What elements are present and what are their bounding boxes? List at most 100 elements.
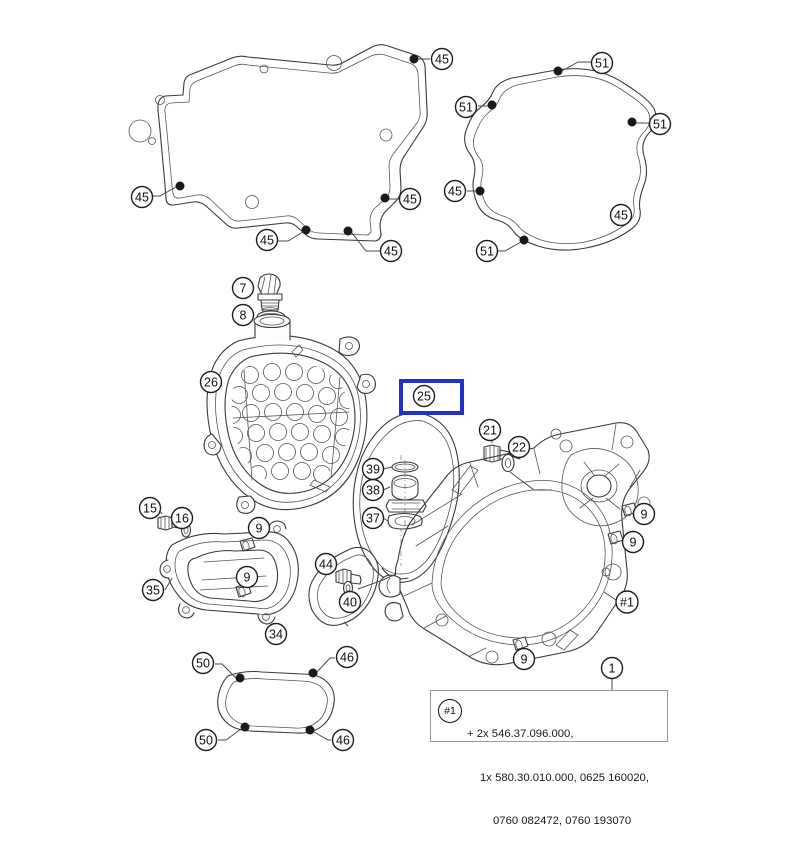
callout-38-sight-glass[interactable]: 38 [361,478,385,502]
selection-highlight-box[interactable] [399,379,464,415]
callout-circle [314,552,338,576]
callout-label: 9 [641,508,648,522]
callout-51-gasket-bolt-marker[interactable]: 51 [590,51,614,75]
water-pump-cover-part [159,520,299,625]
engine-case-part [378,422,651,700]
callout-label: 9 [630,536,637,550]
callout-50-gasket-bolt-marker[interactable]: 50 [194,728,218,752]
callout-circle [430,47,454,71]
callout-circle [191,651,215,675]
callout-circle [443,179,467,203]
callout-circle [361,506,385,530]
callout-label: 35 [146,584,160,598]
callout-label: 25 [417,390,431,404]
callout-45-gasket-bolt-marker[interactable]: 45 [430,47,454,71]
callout-35-water-pump-cover[interactable]: 35 [141,578,165,602]
callout-25-clutch-cover-inner[interactable]: 25 [412,384,436,408]
callout-16-washer[interactable]: 16 [170,506,194,530]
callout-circle [412,384,436,408]
callout-label: 39 [366,463,380,477]
callout-44-bolt[interactable]: 44 [314,552,338,576]
callout-label: 51 [459,101,473,115]
callout-label: 51 [653,118,667,132]
callout-circle [194,728,218,752]
callout-39-o-ring[interactable]: 39 [361,457,385,481]
callout-26-clutch-cover-outer[interactable]: 26 [199,370,223,394]
callout-51-gasket-bolt-marker[interactable]: 51 [648,112,672,136]
callout-label: 50 [199,734,213,748]
callout-label: 45 [614,209,628,223]
callout-45-gasket-bolt-marker[interactable]: 45 [609,203,633,227]
callout-46-gasket-bolt-marker[interactable]: 46 [335,645,359,669]
callout-circle [478,418,502,442]
callout-label: 44 [319,558,333,572]
footnote-line-1: + 2x 546.37.096.000, [467,728,574,740]
callout-circle [379,239,403,263]
callout-46-gasket-bolt-marker[interactable]: 46 [331,728,355,752]
footnote-line-2: 1x 580.30.010.000, 0625 160020, [480,771,649,784]
callout-label: 9 [244,571,251,585]
callout-51-gasket-bolt-marker[interactable]: 51 [475,239,499,263]
callout-37-gasket-plate[interactable]: 37 [361,506,385,530]
callout-label: 46 [340,651,354,665]
callout-label: 8 [240,309,247,323]
bottom-cover-gasket [215,657,335,741]
callout-9-bushing[interactable]: 9 [235,565,259,589]
callout-34-water-pump-gasket[interactable]: 34 [264,622,288,646]
callout-#1-engine-case-note-ref[interactable]: #1 [615,590,639,614]
callout-9-bushing[interactable]: 9 [512,647,536,671]
callout-21-screw[interactable]: 21 [478,418,502,442]
callout-circle [609,203,633,227]
callout-45-gasket-bolt-marker[interactable]: 45 [398,187,422,211]
callout-7-oil-plug[interactable]: 7 [231,276,255,300]
callout-51-gasket-bolt-marker[interactable]: 51 [454,95,478,119]
callout-circle [507,435,531,459]
callout-circle [621,530,645,554]
bushing-b [607,530,624,545]
callout-45-gasket-bolt-marker[interactable]: 45 [255,228,279,252]
callout-45-gasket-bolt-marker[interactable]: 45 [130,185,154,209]
callout-circle [475,239,499,263]
callout-circle [170,506,194,530]
callout-label: 16 [175,512,189,526]
callout-1-engine-case[interactable]: 1 [600,656,624,680]
callout-circle [454,95,478,119]
callout-45-gasket-bolt-marker[interactable]: 45 [379,239,403,263]
callout-circle [361,478,385,502]
callout-9-bushing[interactable]: 9 [632,502,656,526]
bushings-9 [235,502,638,652]
callout-circle [632,502,656,526]
callout-9-bushing[interactable]: 9 [621,530,645,554]
callout-15-screw[interactable]: 15 [138,496,162,520]
callout-label: 7 [240,282,247,296]
callout-label: 22 [512,441,526,455]
callout-circle [255,228,279,252]
callout-circle [590,51,614,75]
callout-circle [512,647,536,671]
callout-label: 9 [521,653,528,667]
callout-label: 51 [480,245,494,259]
bushing-c [512,636,529,652]
callout-22-washer[interactable]: 22 [507,435,531,459]
callout-9-bushing[interactable]: 9 [247,516,271,540]
callout-label: 9 [256,522,263,536]
callout-50-gasket-bolt-marker[interactable]: 50 [191,651,215,675]
callout-circle [130,185,154,209]
callout-circle [615,590,639,614]
callout-label: #1 [620,596,634,610]
callout-circle [398,187,422,211]
callout-label: 45 [384,245,398,259]
callout-45-gasket-bolt-marker[interactable]: 45 [443,179,467,203]
callout-label: 45 [135,191,149,205]
callout-label: 21 [483,424,497,438]
callout-label: 45 [403,193,417,207]
callout-label: 45 [435,53,449,67]
callout-40-washer[interactable]: 40 [338,590,362,614]
footnote-line-3: 0760 082472, 0760 193070 [493,815,632,827]
callout-circle [264,622,288,646]
footnote-badge: #1 [438,699,462,723]
callout-label: 34 [269,628,283,642]
callout-8-o-ring[interactable]: 8 [231,303,255,327]
